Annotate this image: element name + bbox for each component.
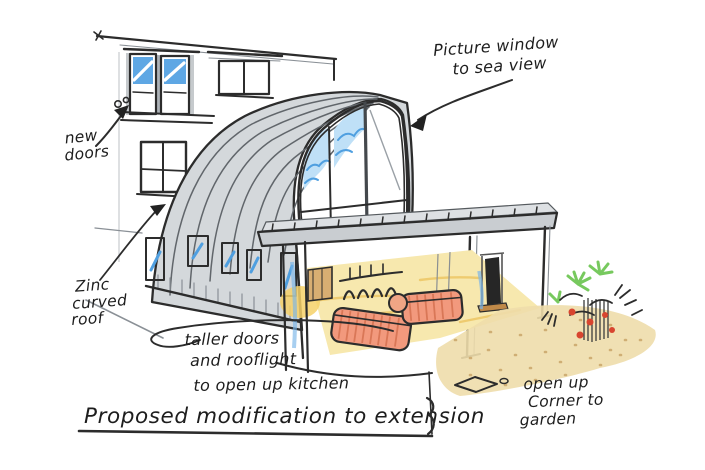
existing-house [93,30,338,262]
leaf-bursts [548,260,614,304]
pebble [499,377,509,385]
annotation-zinc-roof-line2: curved [72,291,128,313]
sky-reflection [303,127,330,190]
ground-shadow [85,299,164,339]
cladding-hatch [157,274,291,321]
sill [215,94,274,99]
annotation-zinc-roof-line3: roof [71,309,106,329]
window-mullion-post [363,101,369,227]
door-glass-streak [290,261,298,349]
sofa-back-line [333,314,411,327]
sand-area [436,305,656,396]
bottles [349,263,384,279]
door-midrail [132,91,187,94]
transom [300,199,408,213]
annotation-open-corner: open up Corner to garden [519,373,604,429]
annotation-new-doors-line1: new [64,126,99,147]
post [126,53,130,115]
title-underline [77,429,434,438]
garden-plants [541,260,643,342]
door-glass-streak [477,270,484,310]
picture-window [297,99,412,240]
sofa-long [330,306,413,352]
leader-zinc-roof [99,210,157,281]
glass-highlight [132,60,186,82]
annotation-leaders [95,79,513,348]
dark-doorway [485,257,501,305]
annotation-taller-doors: taller doors and rooflight to open up ki… [184,328,349,395]
title-end-stroke [428,371,433,435]
existing-fascia [119,44,334,65]
sofa-stripes [408,292,454,322]
cabinet-lines [312,268,323,301]
red-flowers [568,308,615,339]
paver-diamond [454,376,498,393]
sliding-door-frames [281,240,310,374]
sofa-body [330,306,413,352]
railing-ticks [271,206,538,232]
upper-window [206,50,284,99]
corner-post [540,225,547,320]
sky-reflection [334,108,366,168]
title-brace [425,396,435,436]
post [189,55,194,115]
annotation-taller-doors-line1: taller doors [184,328,279,349]
kitchen-interior [280,240,540,374]
lintel [122,47,201,54]
pane-divider [328,126,332,234]
new-doors-window [120,47,215,124]
mullion [156,55,161,114]
counter-edge [339,271,403,282]
balcony-band [120,111,215,124]
leader-new-doors [95,111,125,147]
sofa-back-line [401,296,462,304]
ottoman [388,293,408,313]
annotation-picture-window: Picture window to sea view [433,32,560,78]
spandrel-brace [369,109,401,191]
window-arch-frame [297,99,409,238]
scribble-loop [114,100,123,109]
sofa-short [400,289,464,325]
annotation-taller-doors-line2: and rooflight [190,349,297,370]
leader-loop-taller-doors [150,319,394,348]
canopy-slab [256,211,559,248]
arch-inner-line [299,103,406,233]
annotation-open-corner-line1: open up [523,373,589,393]
slot-glass-reflection [149,242,294,290]
slot-windows [145,235,297,297]
arrowhead-picture-window [410,114,427,131]
existing-roofline [95,34,338,61]
annotation-new-doors: new doors [64,126,110,165]
sand-speckles [453,318,643,387]
wall-base-line [144,284,302,324]
annotation-new-doors-line2: doors [64,142,110,165]
left-ground-line [94,227,143,234]
title-block: Proposed modification to extension [77,371,485,438]
terrace-garden [276,260,656,396]
transom [140,168,187,172]
arrowhead-new-doors [114,105,129,119]
patio-edge [276,362,433,378]
corner-post-shadow [546,225,551,317]
scribble-loop [122,96,130,104]
annotation-zinc-roof-line1: Zinc [73,275,110,295]
door-leaf [128,52,158,116]
sketch-title: Proposed modification to extension [84,404,485,429]
annotation-taller-doors-line3: to open up kitchen [193,373,349,395]
cloud-scribbles [304,127,367,184]
kitchen-cabinet [307,266,333,302]
annotation-zinc-roof: Zinc curved roof [71,275,128,329]
bar-counter-stools [339,263,403,301]
sofa-stripes [337,309,400,347]
lintel [206,50,284,58]
annotation-open-corner-line2: Corner to [528,390,604,411]
stools [342,287,398,301]
arrowhead-zinc-roof [150,204,166,216]
annotation-open-corner-line3: garden [519,409,576,429]
leader-picture-window [417,79,513,121]
